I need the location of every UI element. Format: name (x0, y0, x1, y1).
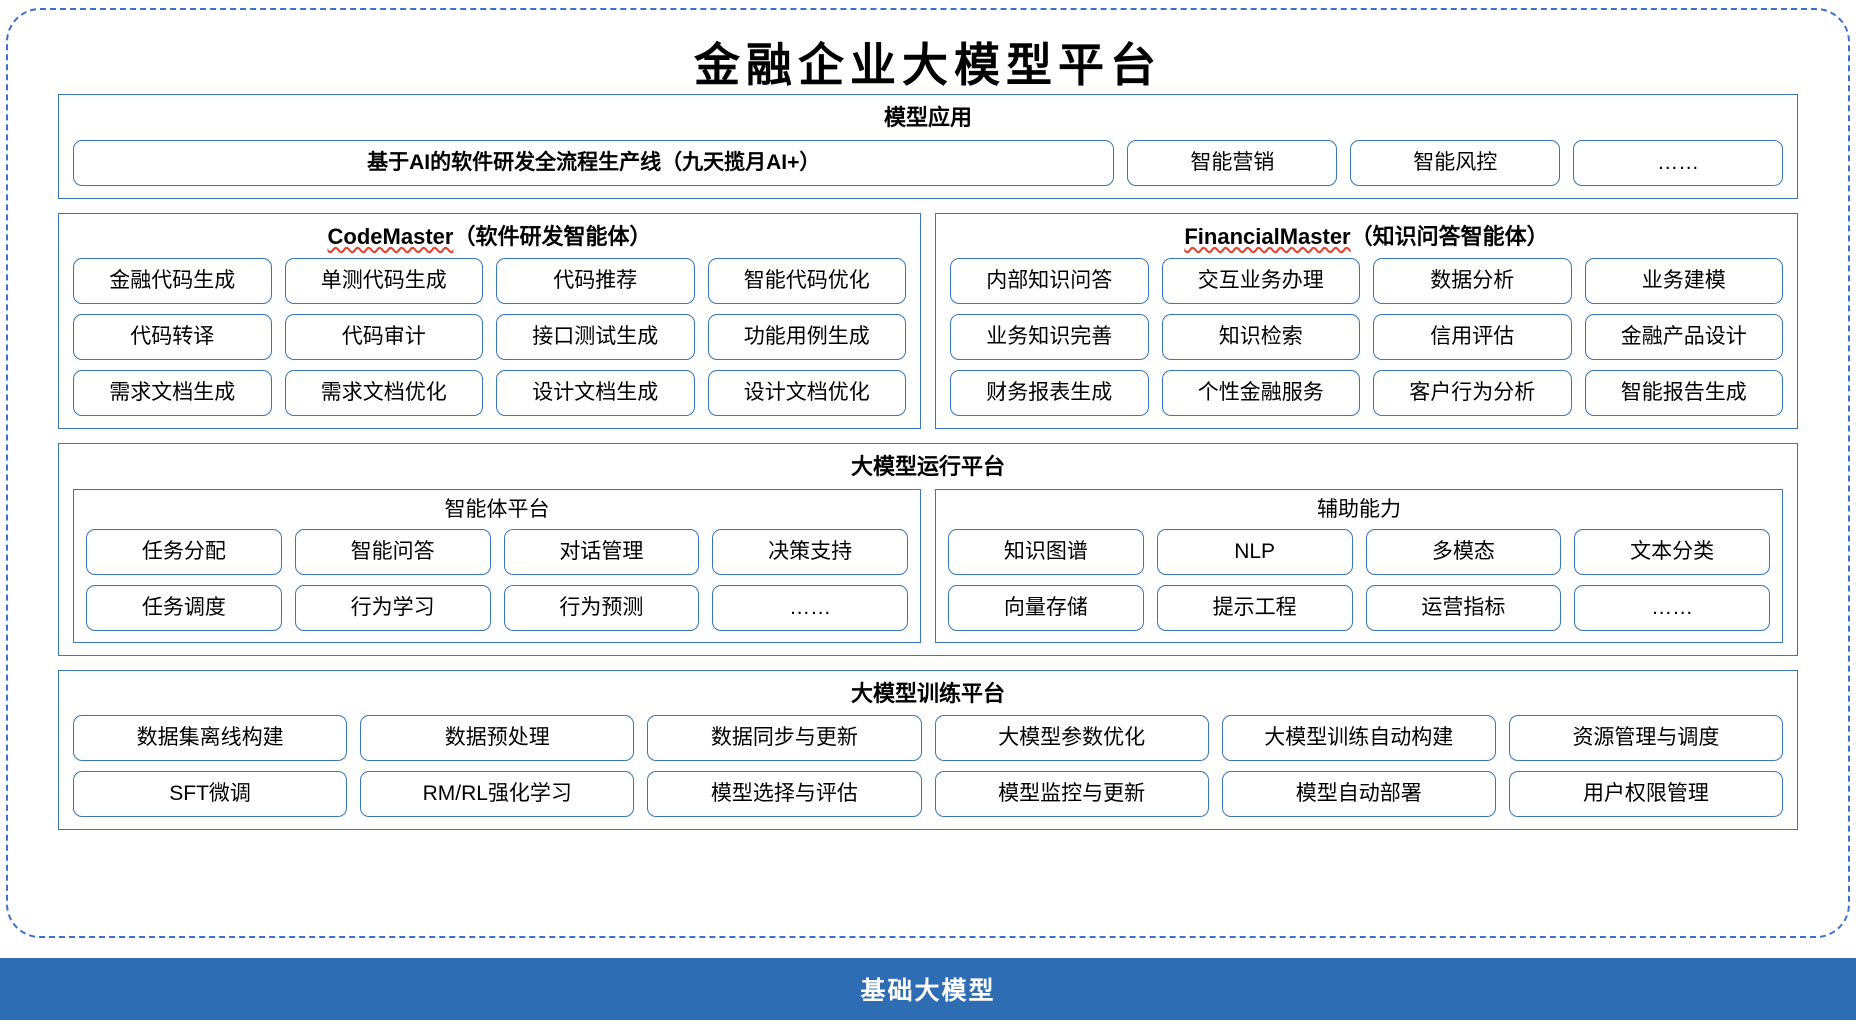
chip-financial-master-2-2[interactable]: 知识检索 (1161, 314, 1360, 360)
section-runtime-platform: 大模型运行平台 智能体平台 任务分配 智能问答 对话管理 决策支持 任务调度 行… (58, 443, 1798, 656)
model-application-chip-row: 基于AI的软件研发全流程生产线（九天揽月AI+） 智能营销 智能风控 …… (73, 139, 1783, 186)
chip-support-capability-1-2[interactable]: NLP (1156, 528, 1353, 575)
training-platform-row-2: SFT微调 RM/RL强化学习 模型选择与评估 模型监控与更新 模型自动部署 用… (73, 771, 1784, 818)
chip-support-capability-2-2[interactable]: 提示工程 (1156, 584, 1353, 631)
chip-financial-master-1-1[interactable]: 内部知识问答 (950, 258, 1149, 304)
chip-code-master-3-1[interactable]: 需求文档生成 (73, 370, 272, 416)
section-financial-master: FinancialMaster（知识问答智能体） 内部知识问答 交互业务办理 数… (935, 212, 1798, 429)
chip-code-master-3-4[interactable]: 设计文档优化 (707, 370, 906, 416)
chip-code-master-1-4[interactable]: 智能代码优化 (707, 258, 906, 304)
chip-financial-master-3-1[interactable]: 财务报表生成 (950, 370, 1149, 416)
code-master-row-1: 金融代码生成 单测代码生成 代码推荐 智能代码优化 (73, 258, 906, 304)
chip-agent-platform-2-3[interactable]: 行为预测 (503, 584, 700, 631)
chip-training-2-1[interactable]: SFT微调 (73, 771, 348, 818)
outer-dashed-frame: 金融企业大模型平台 模型应用 基于AI的软件研发全流程生产线（九天揽月AI+） … (6, 8, 1850, 938)
support-capability-row-1: 知识图谱 NLP 多模态 文本分类 (948, 528, 1770, 575)
chip-training-2-6[interactable]: 用户权限管理 (1508, 771, 1784, 818)
chip-financial-master-3-2[interactable]: 个性金融服务 (1161, 370, 1360, 416)
chip-code-master-1-2[interactable]: 单测代码生成 (284, 258, 483, 304)
chip-code-master-1-3[interactable]: 代码推荐 (496, 258, 695, 304)
code-master-row-2: 代码转译 代码审计 接口测试生成 功能用例生成 (73, 314, 906, 360)
foundation-model-label: 基础大模型 (860, 977, 996, 1005)
chip-more-applications[interactable]: …… (1573, 139, 1783, 186)
financial-master-name: FinancialMaster (1184, 223, 1351, 249)
section-training-platform: 大模型训练平台 数据集离线构建 数据预处理 数据同步与更新 大模型参数优化 大模… (58, 669, 1798, 831)
chip-training-1-6[interactable]: 资源管理与调度 (1508, 715, 1784, 762)
code-master-suffix: （软件研发智能体） (453, 223, 652, 249)
chip-agent-platform-1-3[interactable]: 对话管理 (503, 528, 700, 575)
chip-financial-master-1-2[interactable]: 交互业务办理 (1161, 258, 1360, 304)
chip-smart-marketing[interactable]: 智能营销 (1127, 139, 1338, 186)
chip-financial-master-2-4[interactable]: 金融产品设计 (1584, 314, 1783, 360)
chip-training-1-1[interactable]: 数据集离线构建 (73, 715, 348, 762)
section-title-model-application: 模型应用 (883, 105, 972, 130)
training-platform-row-1: 数据集离线构建 数据预处理 数据同步与更新 大模型参数优化 大模型训练自动构建 … (73, 715, 1784, 762)
runtime-split: 智能体平台 任务分配 智能问答 对话管理 决策支持 任务调度 行为学习 行为预测… (73, 488, 1783, 643)
chip-financial-master-2-3[interactable]: 信用评估 (1373, 314, 1572, 360)
agent-platform-row-1: 任务分配 智能问答 对话管理 决策支持 (86, 528, 908, 575)
section-code-master: CodeMaster（软件研发智能体） 金融代码生成 单测代码生成 代码推荐 智… (58, 212, 921, 429)
chip-support-capability-2-3[interactable]: 运营指标 (1365, 584, 1562, 631)
chip-agent-platform-1-1[interactable]: 任务分配 (86, 528, 282, 575)
chip-agent-platform-1-2[interactable]: 智能问答 (294, 528, 491, 575)
subsection-title-support-capability: 辅助能力 (1317, 497, 1401, 521)
subsection-support-capability: 辅助能力 知识图谱 NLP 多模态 文本分类 向量存储 提示工程 运营指标 …… (935, 488, 1783, 643)
chip-code-master-3-2[interactable]: 需求文档优化 (284, 370, 483, 416)
financial-master-row-1: 内部知识问答 交互业务办理 数据分析 业务建模 (950, 258, 1783, 304)
chip-agent-platform-2-2[interactable]: 行为学习 (294, 584, 491, 631)
agent-platform-row-2: 任务调度 行为学习 行为预测 …… (86, 584, 908, 631)
page-title: 金融企业大模型平台 (694, 38, 1162, 92)
subsection-title-agent-platform: 智能体平台 (444, 497, 550, 521)
chip-support-capability-1-1[interactable]: 知识图谱 (948, 528, 1144, 575)
code-master-name: CodeMaster (327, 223, 454, 249)
chip-code-master-3-3[interactable]: 设计文档生成 (496, 370, 695, 416)
chip-financial-master-1-3[interactable]: 数据分析 (1373, 258, 1572, 304)
financial-master-row-2: 业务知识完善 知识检索 信用评估 金融产品设计 (950, 314, 1783, 360)
chip-agent-platform-2-4[interactable]: …… (712, 584, 908, 631)
chip-training-1-4[interactable]: 大模型参数优化 (934, 715, 1209, 762)
code-master-row-3: 需求文档生成 需求文档优化 设计文档生成 设计文档优化 (73, 370, 906, 416)
financial-master-suffix: （知识问答智能体） (1350, 223, 1549, 249)
chip-code-master-1-1[interactable]: 金融代码生成 (73, 258, 272, 304)
financial-master-row-3: 财务报表生成 个性金融服务 客户行为分析 智能报告生成 (950, 370, 1783, 416)
chip-support-capability-1-4[interactable]: 文本分类 (1574, 528, 1770, 575)
chip-code-master-2-2[interactable]: 代码审计 (284, 314, 483, 360)
chip-financial-master-1-4[interactable]: 业务建模 (1584, 258, 1783, 304)
chip-support-capability-2-4[interactable]: …… (1574, 584, 1770, 631)
chip-financial-master-3-4[interactable]: 智能报告生成 (1584, 370, 1783, 416)
chip-ai-dev-pipeline[interactable]: 基于AI的软件研发全流程生产线（九天揽月AI+） (73, 139, 1115, 186)
section-title-financial-master: FinancialMaster（知识问答智能体） (950, 223, 1783, 251)
chip-training-1-5[interactable]: 大模型训练自动构建 (1221, 715, 1496, 762)
chip-support-capability-2-1[interactable]: 向量存储 (948, 584, 1144, 631)
chip-support-capability-1-3[interactable]: 多模态 (1365, 528, 1562, 575)
chip-training-1-2[interactable]: 数据预处理 (360, 715, 635, 762)
chip-training-2-2[interactable]: RM/RL强化学习 (360, 771, 635, 818)
section-model-application: 模型应用 基于AI的软件研发全流程生产线（九天揽月AI+） 智能营销 智能风控 … (58, 94, 1798, 199)
section-title-code-master: CodeMaster（软件研发智能体） (73, 223, 906, 251)
foundation-model-bar: 基础大模型 (0, 958, 1856, 1020)
chip-financial-master-3-3[interactable]: 客户行为分析 (1373, 370, 1572, 416)
chip-financial-master-2-1[interactable]: 业务知识完善 (950, 314, 1149, 360)
chip-training-2-3[interactable]: 模型选择与评估 (647, 771, 922, 818)
chip-agent-platform-1-4[interactable]: 决策支持 (712, 528, 908, 575)
chip-code-master-2-1[interactable]: 代码转译 (73, 314, 272, 360)
chip-agent-platform-2-1[interactable]: 任务调度 (86, 584, 282, 631)
chip-training-2-5[interactable]: 模型自动部署 (1221, 771, 1496, 818)
chip-training-1-3[interactable]: 数据同步与更新 (647, 715, 922, 762)
support-capability-row-2: 向量存储 提示工程 运营指标 …… (948, 584, 1770, 631)
section-title-training-platform: 大模型训练平台 (850, 680, 1005, 706)
chip-smart-risk-control[interactable]: 智能风控 (1350, 139, 1561, 186)
chip-code-master-2-4[interactable]: 功能用例生成 (707, 314, 906, 360)
subsection-agent-platform: 智能体平台 任务分配 智能问答 对话管理 决策支持 任务调度 行为学习 行为预测… (73, 488, 921, 643)
section-title-runtime-platform: 大模型运行平台 (850, 454, 1005, 479)
agent-band: CodeMaster（软件研发智能体） 金融代码生成 单测代码生成 代码推荐 智… (58, 212, 1798, 429)
chip-training-2-4[interactable]: 模型监控与更新 (934, 771, 1209, 818)
chip-code-master-2-3[interactable]: 接口测试生成 (496, 314, 695, 360)
